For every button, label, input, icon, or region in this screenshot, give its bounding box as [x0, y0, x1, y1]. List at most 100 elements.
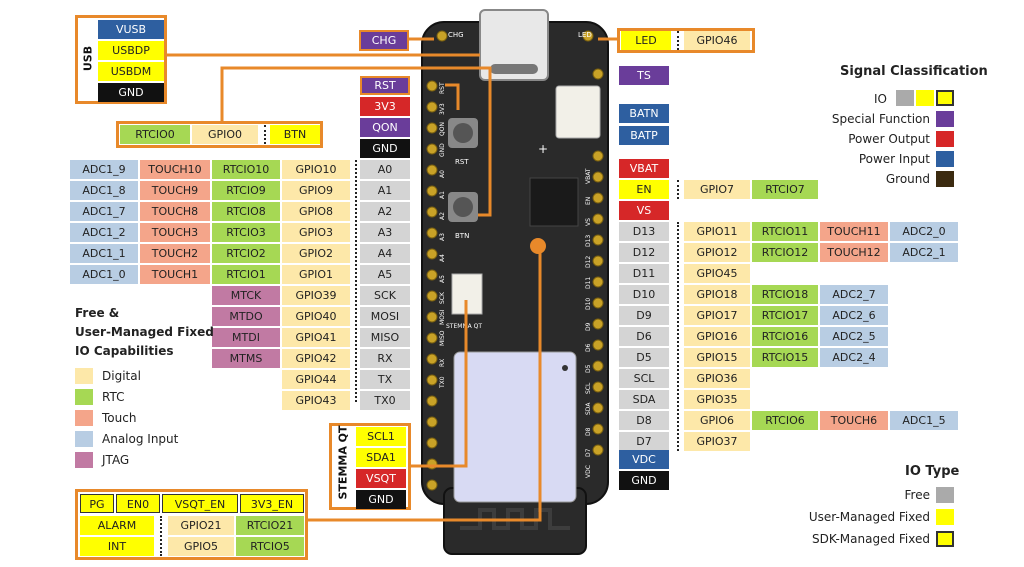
left-jtag-pin-0: SCK [360, 286, 410, 305]
left-plain-gpio-1: GPIO43 [282, 391, 350, 410]
right-gpio-8: GPIO35 [684, 390, 750, 409]
left-jtag-gpio-0: GPIO39 [282, 286, 350, 305]
pc-int: INT [80, 537, 154, 556]
pad-right-9 [592, 318, 604, 330]
signal-legend-swatch-0 [936, 111, 954, 127]
silk-rst: RST [455, 158, 469, 166]
silk-left-10: SCK [439, 291, 446, 304]
right-rtc-3: RTCIO18 [752, 285, 818, 304]
pad-right-12 [592, 381, 604, 393]
pad-right-7 [592, 276, 604, 288]
rst-button-knob [453, 123, 473, 143]
right-adc-4: ADC2_6 [820, 306, 888, 325]
esp32-module [453, 351, 577, 503]
right-pin-8: SDA [619, 390, 669, 409]
right-pin-vdc: VDC [619, 450, 669, 469]
pad-right-2 [592, 171, 604, 183]
right-pin-gnd: GND [619, 471, 669, 490]
left-rtc-1: RTCIO9 [212, 181, 280, 200]
left-pin-3v3: 3V3 [360, 97, 410, 116]
pad-left-18 [426, 458, 438, 470]
left-plain-pin-1: TX0 [360, 391, 410, 410]
right-pin-2: D11 [619, 264, 669, 283]
pad-left-16 [426, 416, 438, 428]
left-pin-2: A2 [360, 202, 410, 221]
io-type-item-0: Free [904, 488, 930, 502]
stemma-pin-gnd: GND [356, 490, 406, 509]
silk-right-3: D13 [585, 235, 592, 247]
right-adc-6: ADC2_4 [820, 348, 888, 367]
capability-legend-title-2: User-Managed Fixed [75, 325, 214, 339]
pc-int-rtc: RTCIO5 [236, 537, 304, 556]
right-pin-en: EN [619, 180, 669, 199]
battery-connector [555, 85, 601, 139]
capability-item-1: RTC [102, 390, 125, 404]
left-gpio-3: GPIO3 [282, 223, 350, 242]
btn-separator [264, 125, 266, 144]
io-type-swatch-0 [936, 487, 954, 503]
left-rtc-3: RTCIO3 [212, 223, 280, 242]
io-type-swatch-2 [936, 531, 954, 547]
right-touch-1: TOUCH12 [820, 243, 888, 262]
pad-left-10 [426, 290, 438, 302]
pad-right-8 [592, 297, 604, 309]
pad-right-1 [592, 150, 604, 162]
stemma-pin-vsqt: VSQT [356, 469, 406, 488]
left-jtag-0: MTCK [212, 286, 280, 305]
silk-plus: + [538, 142, 548, 156]
left-pin-3: A3 [360, 223, 410, 242]
right-touch-9: TOUCH6 [820, 411, 888, 430]
right-gpio-7: GPIO36 [684, 369, 750, 388]
capability-swatch-2 [75, 410, 93, 426]
pc-separator [160, 516, 162, 556]
io-type-item-1: User-Managed Fixed [808, 510, 930, 524]
right-gpio-6: GPIO15 [684, 348, 750, 367]
left-pin-qon: QON [360, 118, 410, 137]
pad-right-5 [592, 234, 604, 246]
main-chip [529, 177, 579, 227]
left-gpio-1: GPIO9 [282, 181, 350, 200]
pad-left-0 [426, 80, 438, 92]
module-dot [562, 365, 568, 371]
silk-right-12: D8 [585, 427, 592, 436]
left-rtc-0: RTCIO10 [212, 160, 280, 179]
stemma-pin-scl1: SCL1 [356, 427, 406, 446]
silk-right-9: D5 [585, 364, 592, 373]
silk-right-0: VBAT [585, 168, 592, 184]
left-touch-1: TOUCH9 [140, 181, 210, 200]
left-jtag-2: MTDI [212, 328, 280, 347]
pad-left-7 [426, 227, 438, 239]
pad-right-15 [592, 444, 604, 456]
capability-swatch-3 [75, 431, 93, 447]
left-separator [355, 160, 357, 402]
left-touch-2: TOUCH8 [140, 202, 210, 221]
capability-swatch-0 [75, 368, 93, 384]
signal-legend-swatch-2 [936, 151, 954, 167]
btn-name: BTN [270, 125, 320, 144]
silk-left-8: A4 [439, 254, 446, 262]
pad-left-8 [426, 248, 438, 260]
right-en-gpio: GPIO7 [684, 180, 750, 199]
usb-pin-gnd: GND [98, 83, 164, 102]
silk-right-4: D12 [585, 256, 592, 268]
silk-right-6: D10 [585, 298, 592, 310]
power-control-group [75, 489, 308, 560]
right-rtc-6: RTCIO15 [752, 348, 818, 367]
right-pin-9: D8 [619, 411, 669, 430]
usb-pin-usbdp: USBDP [98, 41, 164, 60]
left-pin-0: A0 [360, 160, 410, 179]
right-en-rtc: RTCIO7 [752, 180, 818, 199]
right-pin-4: D9 [619, 306, 669, 325]
left-adc-0: ADC1_9 [70, 160, 138, 179]
right-rtc-4: RTCIO17 [752, 306, 818, 325]
capability-legend-title-1: Free & [75, 306, 120, 320]
capability-legend-title-3: IO Capabilities [75, 344, 174, 358]
left-pin-gnd: GND [360, 139, 410, 158]
silk-right-10: SCL [585, 382, 592, 394]
signal-io-free-swatch [896, 90, 914, 106]
left-jtag-pin-1: MOSI [360, 307, 410, 326]
pc-int-gpio: GPIO5 [168, 537, 234, 556]
left-adc-1: ADC1_8 [70, 181, 138, 200]
right-rtc-5: RTCIO16 [752, 327, 818, 346]
io-type-legend-title: IO Type [905, 464, 960, 479]
